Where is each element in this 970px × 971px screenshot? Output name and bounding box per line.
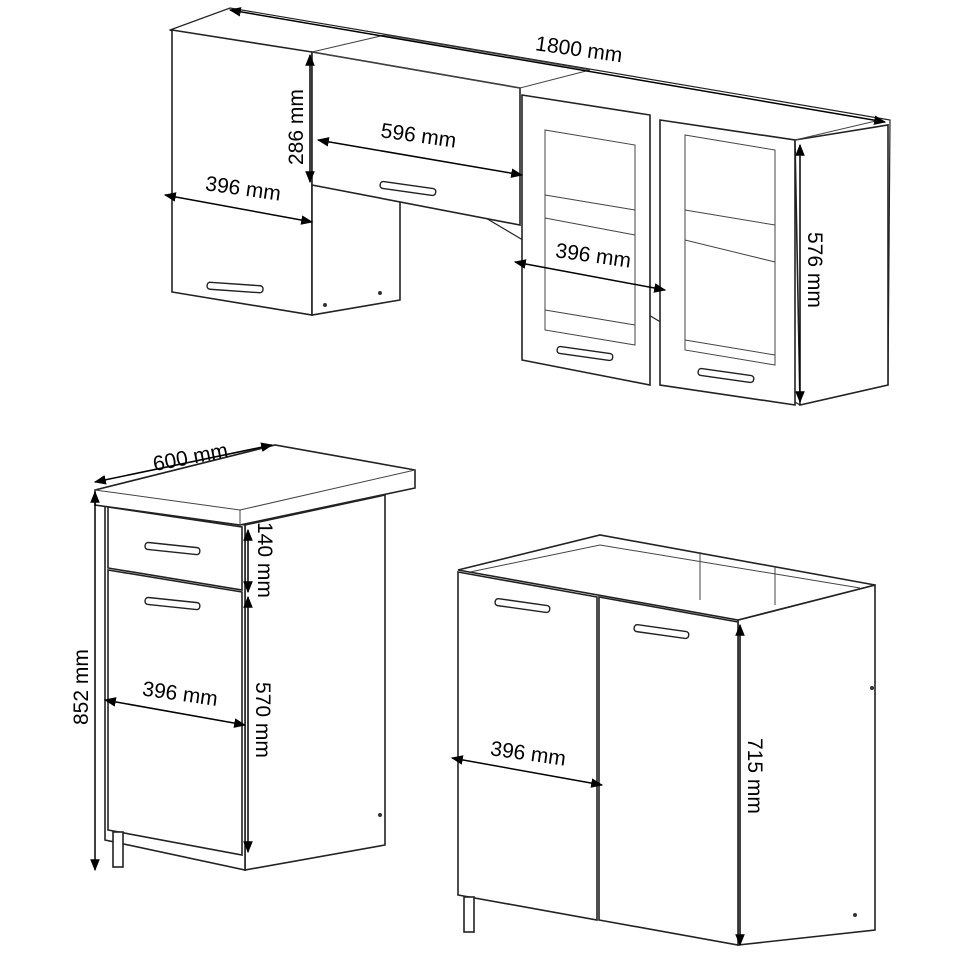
dim-door-height-left: 570 mm bbox=[251, 682, 274, 758]
glass-cabinet-left bbox=[521, 94, 651, 386]
handle bbox=[206, 281, 264, 294]
door-right bbox=[598, 596, 739, 946]
handle bbox=[379, 180, 437, 197]
dim-flap-height: 286 mm bbox=[285, 89, 308, 165]
handle bbox=[144, 541, 201, 556]
dim-double-door-height: 715 mm bbox=[743, 738, 766, 814]
dim-upper-height: 576 mm bbox=[803, 232, 826, 308]
handle bbox=[144, 596, 201, 611]
upper-cabinets bbox=[168, 7, 891, 406]
dim-drawer-height: 140 mm bbox=[253, 522, 276, 598]
handle bbox=[556, 345, 614, 362]
drawer-base-cabinet bbox=[94, 444, 416, 871]
double-door-base-cabinet bbox=[457, 534, 876, 946]
glass-cabinet-right bbox=[659, 119, 796, 406]
upper-left-cabinet bbox=[171, 29, 313, 316]
handle bbox=[494, 597, 551, 614]
handle bbox=[633, 623, 690, 640]
dim-base-height: 852 mm bbox=[70, 649, 93, 725]
handle bbox=[697, 367, 755, 384]
